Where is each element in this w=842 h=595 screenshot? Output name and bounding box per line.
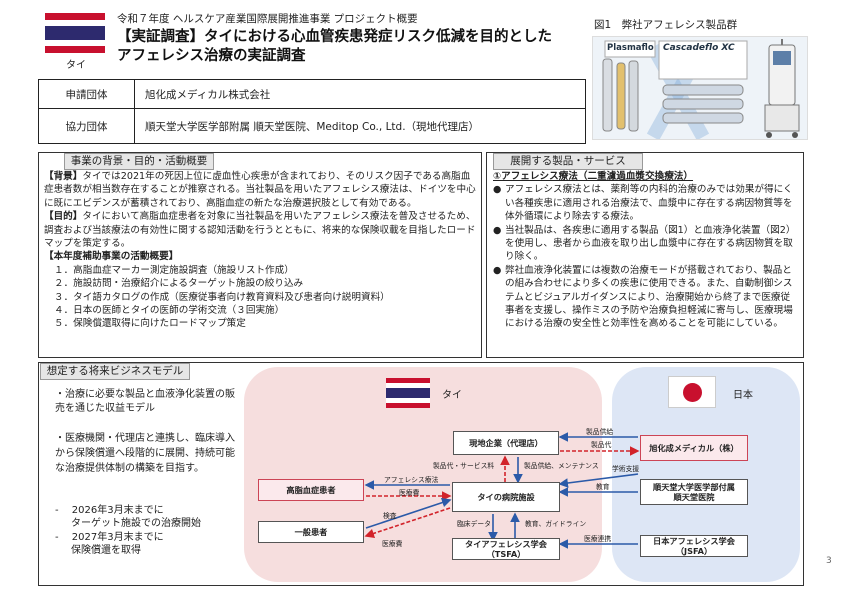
table-row: 協力団体 順天堂大学医学部附属 順天堂医院、Meditop Co., Ltd.（… <box>38 108 586 144</box>
bullet-text: 弊社血液浄化装置には複数の治療モードが搭載されており、製品との組み合わせにより多… <box>505 264 793 330</box>
purpose-text: タイにおいて高脂血症患者を対象に当社製品を用いたアフェレシス療法を普及させるため… <box>44 211 476 250</box>
juntendo-line1: 順天堂大学医学部付属 <box>653 482 735 492</box>
japan-flag <box>668 376 716 408</box>
background-section <box>38 152 482 358</box>
tsfa-line1: タイアフェレシス学会 <box>465 539 547 549</box>
list-item: ●当社製品は、各疾患に適用する製品（図1）と血液浄化装置（図2）を使用し、患者か… <box>493 224 798 264</box>
milestone-2: - 2027年3月末までに 保険償還を取得 <box>55 531 235 557</box>
product-name-cascadeflo: Cascadeflo XC <box>663 43 735 53</box>
purpose-label: 【目的】 <box>44 211 83 223</box>
edge-label-education: 教育 <box>596 483 610 491</box>
background-paragraph: 【背景】タイでは2021年の死因上位に虚血性心疾患が含まれており、そのリスク因子… <box>44 170 478 210</box>
page-number: 3 <box>826 556 832 566</box>
page-title-line1: 【実証調査】タイにおける心血管疾患発症リスク低減を目的とした <box>117 29 552 45</box>
product-image: Plasmaflo Cascadeflo XC <box>592 36 808 140</box>
business-note-2: ・医療機関・代理店と連携し、臨床導入から保険償還へ段階的に展開、持続可能な治療提… <box>55 433 235 474</box>
partner-value: 順天堂大学医学部附属 順天堂医院、Meditop Co., Ltd.（現地代理店… <box>134 108 586 144</box>
milestone-line1: 2026年3月末までに <box>71 505 164 516</box>
hyperlipidemia-patient-node: 高脂血症患者 <box>258 479 364 501</box>
list-item: ４．日本の医師とタイの医師の学術交流（３回実施） <box>54 305 285 317</box>
background-label: 【背景】 <box>44 171 83 182</box>
milestone-prefix: - <box>55 532 59 543</box>
edge-label-product-supply-maint: 製品供給、メンテナンス <box>524 462 599 470</box>
list-item: ●弊社血液浄化装置には複数の治療モードが搭載されており、製品との組み合わせにより… <box>493 264 798 331</box>
milestone-line2: 保険償還を取得 <box>71 545 141 556</box>
asahi-node: 旭化成メディカル（株） <box>640 435 748 461</box>
edge-label-product-fee: 製品代 <box>591 441 612 449</box>
japan-label: 日本 <box>733 390 753 401</box>
bullet-text: 当社製品は、各疾患に適用する製品（図1）と血液浄化装置（図2）を使用し、患者から… <box>505 224 796 263</box>
edge-label-product-service-fee: 製品代・サービス料 <box>433 462 495 470</box>
figure-caption: 図1 弊社アフェレシス製品群 <box>594 19 738 31</box>
edge-label-medical-fee-1: 医療費 <box>399 489 420 497</box>
thailand-flag <box>45 13 105 53</box>
business-model-section <box>38 362 804 586</box>
bullet-text: アフェレシス療法とは、薬剤等の内科的治療のみでは効果が得にくい各種疾患に適用され… <box>505 184 793 223</box>
milestone-line2: ターゲット施設での治療開始 <box>71 518 201 529</box>
edge-label-education-guideline: 教育、ガイドライン <box>525 520 587 528</box>
products-section <box>486 152 804 358</box>
background-text: タイでは2021年の死因上位に虚血性心疾患が含まれており、そのリスク因子である高… <box>44 171 476 209</box>
applicant-table: 申請団体 旭化成メディカル株式会社 協力団体 順天堂大学医学部附属 順天堂医院、… <box>38 79 586 144</box>
juntendo-node: 順天堂大学医学部付属 順天堂医院 <box>640 479 748 505</box>
partner-label: 協力団体 <box>38 108 135 144</box>
products-heading: ①アフェレシス療法（二重濾過血漿交換療法） <box>493 171 693 182</box>
tsfa-node: タイアフェレシス学会 （TSFA） <box>452 538 560 560</box>
tsfa-line2: （TSFA） <box>486 549 526 559</box>
thailand-flag-small <box>386 378 430 408</box>
milestone-1: - 2026年3月末までに ターゲット施設での治療開始 <box>55 504 235 530</box>
list-item: １．高脂血症マーカー測定施設調査（施設リスト作成） <box>54 264 294 276</box>
jsfa-line2: （JSFA） <box>675 546 713 556</box>
business-note-1: ・治療に必要な製品と血液浄化装置の販売を通じた収益モデル <box>55 389 235 414</box>
edge-label-apheresis: アフェレシス療法 <box>384 476 439 484</box>
background-section-title: 事業の背景・目的・活動概要 <box>64 153 214 170</box>
business-model-title: 想定する将来ビジネスモデル <box>40 363 190 380</box>
edge-label-supply: 製品供給 <box>586 428 614 436</box>
edge-label-medical-fee-2: 医療費 <box>382 540 403 548</box>
page-title-line2: アフェレシス治療の実証調査 <box>117 48 306 64</box>
edge-label-academic-support: 学術支援 <box>612 465 640 473</box>
products-content: ①アフェレシス療法（二重濾過血漿交換療法） ●アフェレシス療法とは、薬剤等の内科… <box>493 170 798 331</box>
thai-label: タイ <box>442 390 462 401</box>
list-item: ●アフェレシス療法とは、薬剤等の内科的治療のみでは効果が得にくい各種疾患に適用さ… <box>493 183 798 223</box>
table-row: 申請団体 旭化成メディカル株式会社 <box>38 79 586 109</box>
jsfa-line1: 日本アフェレシス学会 <box>653 536 735 546</box>
edge-label-clinical-data: 臨床データ <box>457 520 491 528</box>
flag-label: タイ <box>66 60 86 71</box>
list-item: ２．施設訪問・治療紹介によるターゲット施設の絞り込み <box>54 278 304 290</box>
background-content: 【背景】タイでは2021年の死因上位に虚血性心疾患が含まれており、そのリスク因子… <box>44 170 478 331</box>
project-subtitle: 令和７年度 ヘルスケア産業国際展開推進事業 プロジェクト概要 <box>117 13 418 25</box>
jsfa-node: 日本アフェレシス学会 （JSFA） <box>640 535 748 557</box>
list-item: ３．タイ語カタログの作成（医療従事者向け教育資料及び患者向け説明資料） <box>54 291 390 303</box>
edge-label-medical-collab: 医療連携 <box>584 535 612 543</box>
edge-label-screening: 検査 <box>383 512 397 520</box>
juntendo-line2: 順天堂医院 <box>673 492 715 502</box>
thai-hospital-node: タイの病院施設 <box>452 482 560 512</box>
milestone-line1: 2027年3月末までに <box>71 532 164 543</box>
milestone-prefix: - <box>55 505 59 516</box>
products-section-title: 展開する製品・サービス <box>493 153 643 170</box>
list-item: ５．保険償還取得に向けたロードマップ策定 <box>54 318 246 330</box>
agency-node: 現地企業（代理店） <box>453 431 559 455</box>
product-name-plasmaflo: Plasmaflo <box>607 43 654 53</box>
general-patient-node: 一般患者 <box>258 521 364 543</box>
activities-title: 【本年度補助事業の活動概要】 <box>44 251 179 263</box>
purpose-paragraph: 【目的】タイにおいて高脂血症患者を対象に当社製品を用いたアフェレシス療法を普及さ… <box>44 210 478 250</box>
